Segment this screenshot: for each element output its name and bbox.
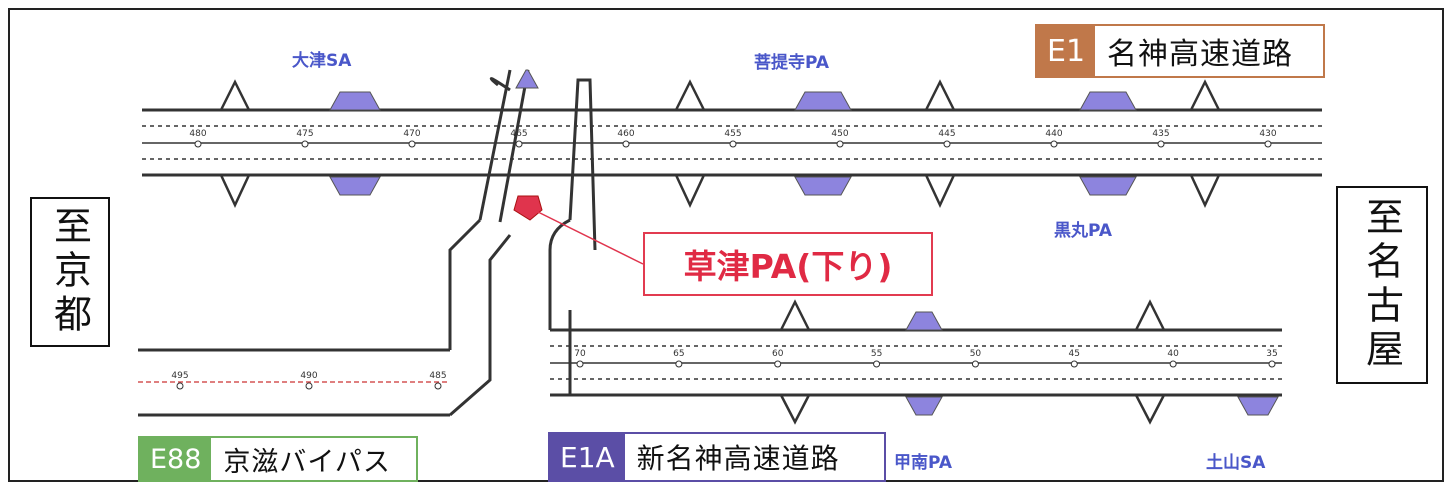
bypass-km-post: 490: [300, 371, 317, 381]
meishin-km-marker: [943, 140, 951, 148]
meishin-km-post: 480: [189, 129, 206, 139]
meishin-km-marker: [1157, 140, 1165, 148]
shin-meishin-km-post: 65: [673, 349, 684, 359]
tsuchiyama-sa-label: 土山SA: [1206, 453, 1266, 473]
junction-loop: [489, 77, 511, 92]
meishin-km-post: 465: [510, 129, 527, 139]
junction-link: [478, 69, 512, 221]
shin-meishin-km-post: 35: [1266, 349, 1277, 359]
interchange-ramp-south: [924, 174, 956, 208]
meishin-km-marker: [515, 140, 523, 148]
meishin-km-marker: [1050, 140, 1058, 148]
konan-pa-facility: [905, 396, 943, 416]
junction-link: [568, 78, 597, 251]
bypass-km-post: 495: [171, 371, 188, 381]
shin-meishin-km-marker: [1169, 360, 1177, 368]
kusatsu-pa-label: 草津PA(下り): [683, 247, 893, 286]
shin-meishin-km-marker: [873, 360, 881, 368]
meishin-km-post: 435: [1152, 129, 1169, 139]
interchange-ramp-south: [1189, 174, 1221, 208]
meishin-code: E1: [1037, 26, 1096, 76]
shin-meishin-km-post: 60: [772, 349, 784, 359]
interchange-ramp-north: [1134, 299, 1166, 331]
otsu-sa-facility: [329, 176, 381, 196]
interchange-ramp-north: [674, 79, 706, 111]
konan-pa-facility: [905, 311, 943, 331]
meishin-km-marker: [194, 140, 202, 148]
kuromaru-pa-facility: [1079, 176, 1137, 196]
meishin-km-marker: [622, 140, 630, 148]
meishin-km-post: 440: [1045, 129, 1062, 139]
shin-meishin-km-post: 55: [871, 349, 882, 359]
meishin-km-post: 470: [403, 129, 420, 139]
shin-meishin-km-marker: [576, 360, 584, 368]
otsu-sa-label: 大津SA: [292, 51, 352, 71]
junction-facility: [515, 69, 539, 89]
shin-meishin-km-post: 45: [1069, 349, 1080, 359]
bypass-km-post: 485: [429, 371, 446, 381]
interchange-ramp-south: [779, 394, 811, 425]
meishin-name: 名神高速道路: [1095, 26, 1306, 76]
meishin-km-post: 450: [831, 129, 848, 139]
bypass-km-marker: [176, 382, 184, 390]
bypass-ramp: [449, 234, 512, 417]
interchange-ramp-south: [674, 174, 706, 208]
direction-nagoya-label: 至名古屋: [1359, 197, 1404, 373]
shin-meishin-km-post: 70: [574, 349, 586, 359]
konan-pa-label: 甲南PA: [894, 453, 953, 473]
meishin-km-post: 430: [1259, 129, 1276, 139]
meishin-km-post: 445: [938, 129, 955, 139]
shin-meishin-km-post: 40: [1167, 349, 1179, 359]
map-frame: 480 475 470 465 460 455 450 445 440 435 430 70 65 60 5…: [8, 8, 1444, 482]
shin-meishin-km-marker: [1070, 360, 1078, 368]
meishin-km-marker: [301, 140, 309, 148]
direction-kyoto-label: 至京都: [47, 206, 92, 338]
direction-nagoya-box: 至名古屋: [1336, 186, 1428, 384]
shin-meishin-km-marker: [1268, 360, 1276, 368]
shin-meishin-km-marker: [774, 360, 782, 368]
tsuchiyama-sa-facility: [1237, 396, 1279, 416]
shin-meishin-km-post: 50: [970, 349, 982, 359]
meishin-km-marker: [1264, 140, 1272, 148]
interchange-ramp-north: [219, 79, 251, 111]
meishin-km-marker: [408, 140, 416, 148]
otsu-sa-facility: [329, 91, 381, 111]
meishin-km-post: 475: [296, 129, 313, 139]
direction-kyoto-box: 至京都: [30, 197, 110, 347]
shin-meishin-km-marker: [971, 360, 979, 368]
meishin-km-post: 460: [617, 129, 634, 139]
kuromaru-pa-label: 黒丸PA: [1054, 221, 1113, 241]
interchange-ramp-north: [924, 79, 956, 111]
interchange-ramp-north: [1189, 79, 1221, 111]
junction-link: [498, 69, 530, 223]
meishin-badge: E1 名神高速道路: [1035, 24, 1325, 78]
shin-meishin-km-marker: [675, 360, 683, 368]
kusatsu-pa-marker: [513, 195, 543, 221]
bodaiji-pa-label: 菩提寺PA: [754, 53, 830, 73]
bodaiji-pa-facility: [794, 91, 852, 111]
meishin-km-marker: [836, 140, 844, 148]
keiji-bypass-badge: E88 京滋バイパス: [138, 436, 418, 482]
interchange-ramp-north: [779, 299, 811, 331]
shin-meishin-code: E1A: [550, 434, 625, 480]
interchange-ramp-south: [219, 174, 251, 208]
kusatsu-pa-leader-line: [533, 209, 644, 265]
kuromaru-pa-facility: [794, 176, 852, 196]
road-network: 480 475 470 465 460 455 450 445 440 435 430 70 65 60 5…: [138, 69, 1322, 425]
shin-meishin-name: 新名神高速道路: [624, 434, 852, 480]
shin-meishin-junction-link: [548, 218, 571, 330]
meishin-km-post: 455: [724, 129, 741, 139]
kusatsu-pa-callout: 草津PA(下り): [643, 232, 933, 296]
interchange-ramp-south: [1134, 394, 1166, 425]
meishin-km-marker: [729, 140, 737, 148]
bypass-ramp: [448, 218, 482, 350]
keiji-bypass-code: E88: [140, 438, 212, 480]
bypass-km-marker: [305, 382, 313, 390]
bodaiji-pa-facility: [1079, 91, 1137, 111]
bypass-km-marker: [434, 382, 442, 390]
keiji-bypass-name: 京滋バイパス: [211, 438, 403, 480]
shin-meishin-badge: E1A 新名神高速道路: [548, 432, 886, 482]
